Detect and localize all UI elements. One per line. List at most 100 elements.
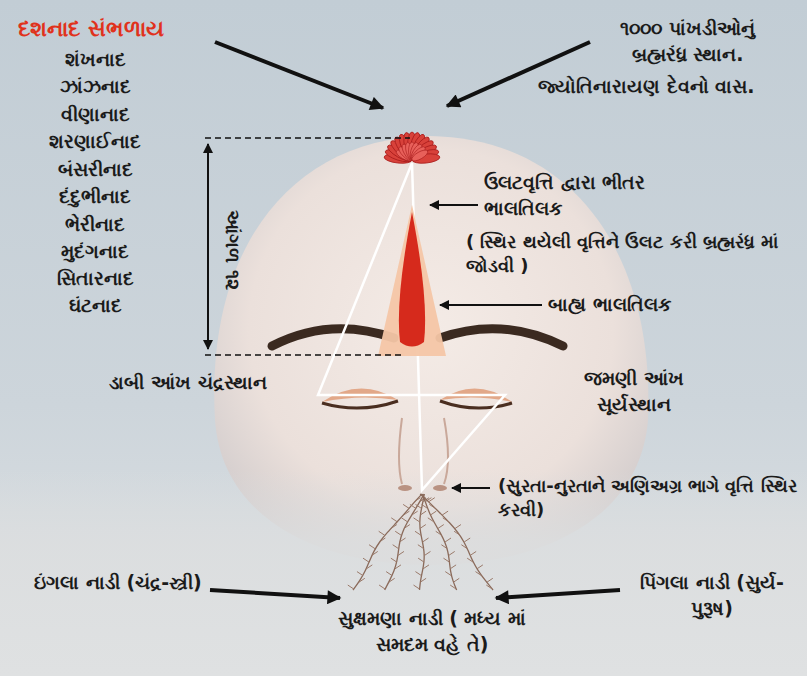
annotation: બાહ્ય ભાલતિલક	[548, 292, 671, 318]
nadi-thorn	[414, 518, 420, 522]
inner-tilak	[399, 212, 425, 347]
annotation: પિંગલા નાડી (સુર્ય-પુરૂષ)	[627, 570, 797, 621]
nadi-thorn	[443, 518, 449, 522]
left-eyebrow	[272, 329, 394, 346]
lower-fade	[0, 470, 807, 676]
nadi-thorn	[441, 545, 447, 549]
nadi-thorn	[348, 585, 354, 589]
nadi-thorn	[410, 504, 416, 508]
nadi-thorn	[475, 572, 481, 576]
nadi-thorn	[418, 545, 424, 549]
nadi-strands	[348, 494, 493, 590]
nadi-thorn	[436, 531, 442, 535]
nadi-thorn	[422, 504, 428, 508]
nadi-thorn	[391, 525, 397, 529]
nadi-thorn	[487, 578, 493, 582]
nadi-thorn	[420, 511, 426, 515]
nostril	[398, 485, 412, 491]
nadi-thorn	[420, 578, 426, 582]
nadi-thorn	[455, 525, 461, 529]
nadi-thorn	[423, 538, 429, 542]
leader-arrow	[210, 590, 340, 598]
nose-right	[444, 418, 448, 484]
nadi-thorn	[423, 565, 429, 569]
white-diamond	[318, 163, 505, 490]
nadi-thorn	[403, 504, 409, 508]
nose-left	[399, 418, 402, 484]
nadi-thorn	[403, 511, 409, 515]
annotation: ઇંગલા નાડી (ચંદ્ર-સ્ત્રી)	[33, 570, 203, 596]
nadi-thorn	[467, 558, 473, 562]
nadi-strand	[422, 494, 456, 590]
leader-arrow	[215, 42, 383, 108]
sound-item: શરણાઈનાદ	[49, 129, 141, 155]
sound-item: ઝાંઝનાદ	[60, 74, 131, 100]
dashed-guide	[205, 137, 410, 139]
nadi-thorn	[443, 558, 449, 562]
nadi-thorn	[401, 518, 407, 522]
nadi-thorn	[379, 531, 385, 535]
nadi-thorn	[379, 585, 385, 589]
heading-label: દશનાદ સંભળાય	[18, 14, 164, 44]
leader-arrow	[496, 590, 620, 598]
leader-arrow	[452, 487, 490, 489]
nadi-thorn	[418, 558, 424, 562]
nadi-thorn	[453, 578, 459, 582]
left-lash	[322, 401, 398, 408]
annotation: (સુરતા-નુરતાને અણિઅગ્ર ભાગે વૃત્તિ સ્થિર…	[498, 474, 798, 523]
annotation: ઉલટવૃત્તિ દ્વારા ભીતર ભાલતિલક	[484, 170, 654, 221]
nadi-thorn	[386, 572, 392, 576]
sound-item: દંદુભીનાદ	[59, 184, 131, 210]
nadi-thorn	[424, 551, 430, 555]
annotation: ૧૦૦૦ પાંખડીઓનું બ્રહ્મરંધ્ર સ્થાન.	[600, 16, 775, 67]
nadi-thorn	[464, 538, 470, 542]
nadi-strand	[385, 494, 424, 590]
nadi-thorn	[389, 578, 395, 582]
sound-item: સિતારનાદ	[57, 266, 134, 292]
nadi-thorn	[415, 572, 421, 576]
nadi-thorn	[414, 585, 420, 589]
nadi-thorn	[404, 525, 410, 529]
nadi-thorn	[391, 518, 397, 522]
nadi-thorn	[430, 511, 436, 515]
annotation: ડાબી આંખ ચંદ્રસ્થાન	[108, 370, 268, 396]
lotus	[384, 132, 441, 165]
nadi-thorn	[363, 558, 369, 562]
nadi-thorn	[477, 565, 483, 569]
right-eyebrow	[440, 329, 563, 346]
annotation: જ્યોતિનારાયણ દેવનો વાસ.	[538, 74, 754, 100]
nadi-thorn	[429, 504, 435, 508]
outer-tilak	[378, 205, 446, 356]
nadi-thorn	[357, 572, 363, 576]
nadi-thorn	[454, 531, 460, 535]
dimension-arrow	[207, 144, 209, 349]
nadi-thorn	[420, 525, 426, 529]
nadi-thorn	[395, 565, 401, 569]
annotation: ( સ્થિર થયેલી વૃત્તિને ઉલટ કરી બ્રહ્મરંધ…	[466, 230, 796, 279]
nadi-thorn	[398, 551, 404, 555]
dimension-label: આંગળ ૧૨	[219, 210, 245, 290]
nadi-thorn	[445, 538, 451, 542]
nadi-thorn	[470, 551, 476, 555]
nadi-thorn	[461, 545, 467, 549]
nadi-thorn	[412, 511, 418, 515]
nadi-thorn	[415, 504, 421, 508]
nadi-thorn	[442, 511, 448, 515]
nadi-thorn	[393, 545, 399, 549]
nostril	[433, 485, 447, 491]
nadi-thorn	[359, 578, 365, 582]
annotation: જમણી આંખ સૂર્યસ્થાન	[554, 366, 714, 417]
sound-item: બંસરીનાદ	[58, 157, 133, 183]
nadi-thorn	[379, 538, 385, 542]
nadi-strand	[420, 494, 425, 590]
nadi-thorn	[429, 498, 435, 502]
nadi-thorn	[369, 545, 375, 549]
nadi-strand	[420, 494, 493, 590]
lotus-petal	[410, 148, 429, 163]
sound-item: ઘંટનાદ	[69, 293, 122, 319]
nadi-thorn	[428, 518, 434, 522]
annotation: સુક્ષમણા નાડી ( મધ્ય માં સમદમ વહે તે)	[317, 606, 547, 657]
nadi-thorn	[366, 565, 372, 569]
